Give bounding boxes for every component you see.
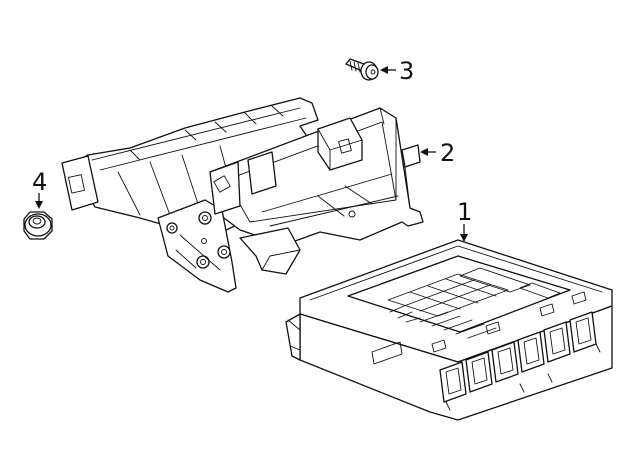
- callout-1: 1: [457, 198, 472, 226]
- callout-4: 4: [32, 168, 47, 196]
- connector-sockets: [439, 311, 597, 403]
- callout-leaders: [35, 66, 468, 242]
- nut-part: [23, 211, 53, 240]
- bracket-part: [61, 97, 424, 293]
- callout-3: 3: [399, 57, 414, 85]
- callout-2: 2: [440, 139, 455, 167]
- screw-part: [345, 58, 379, 81]
- control-module-part: [285, 239, 613, 421]
